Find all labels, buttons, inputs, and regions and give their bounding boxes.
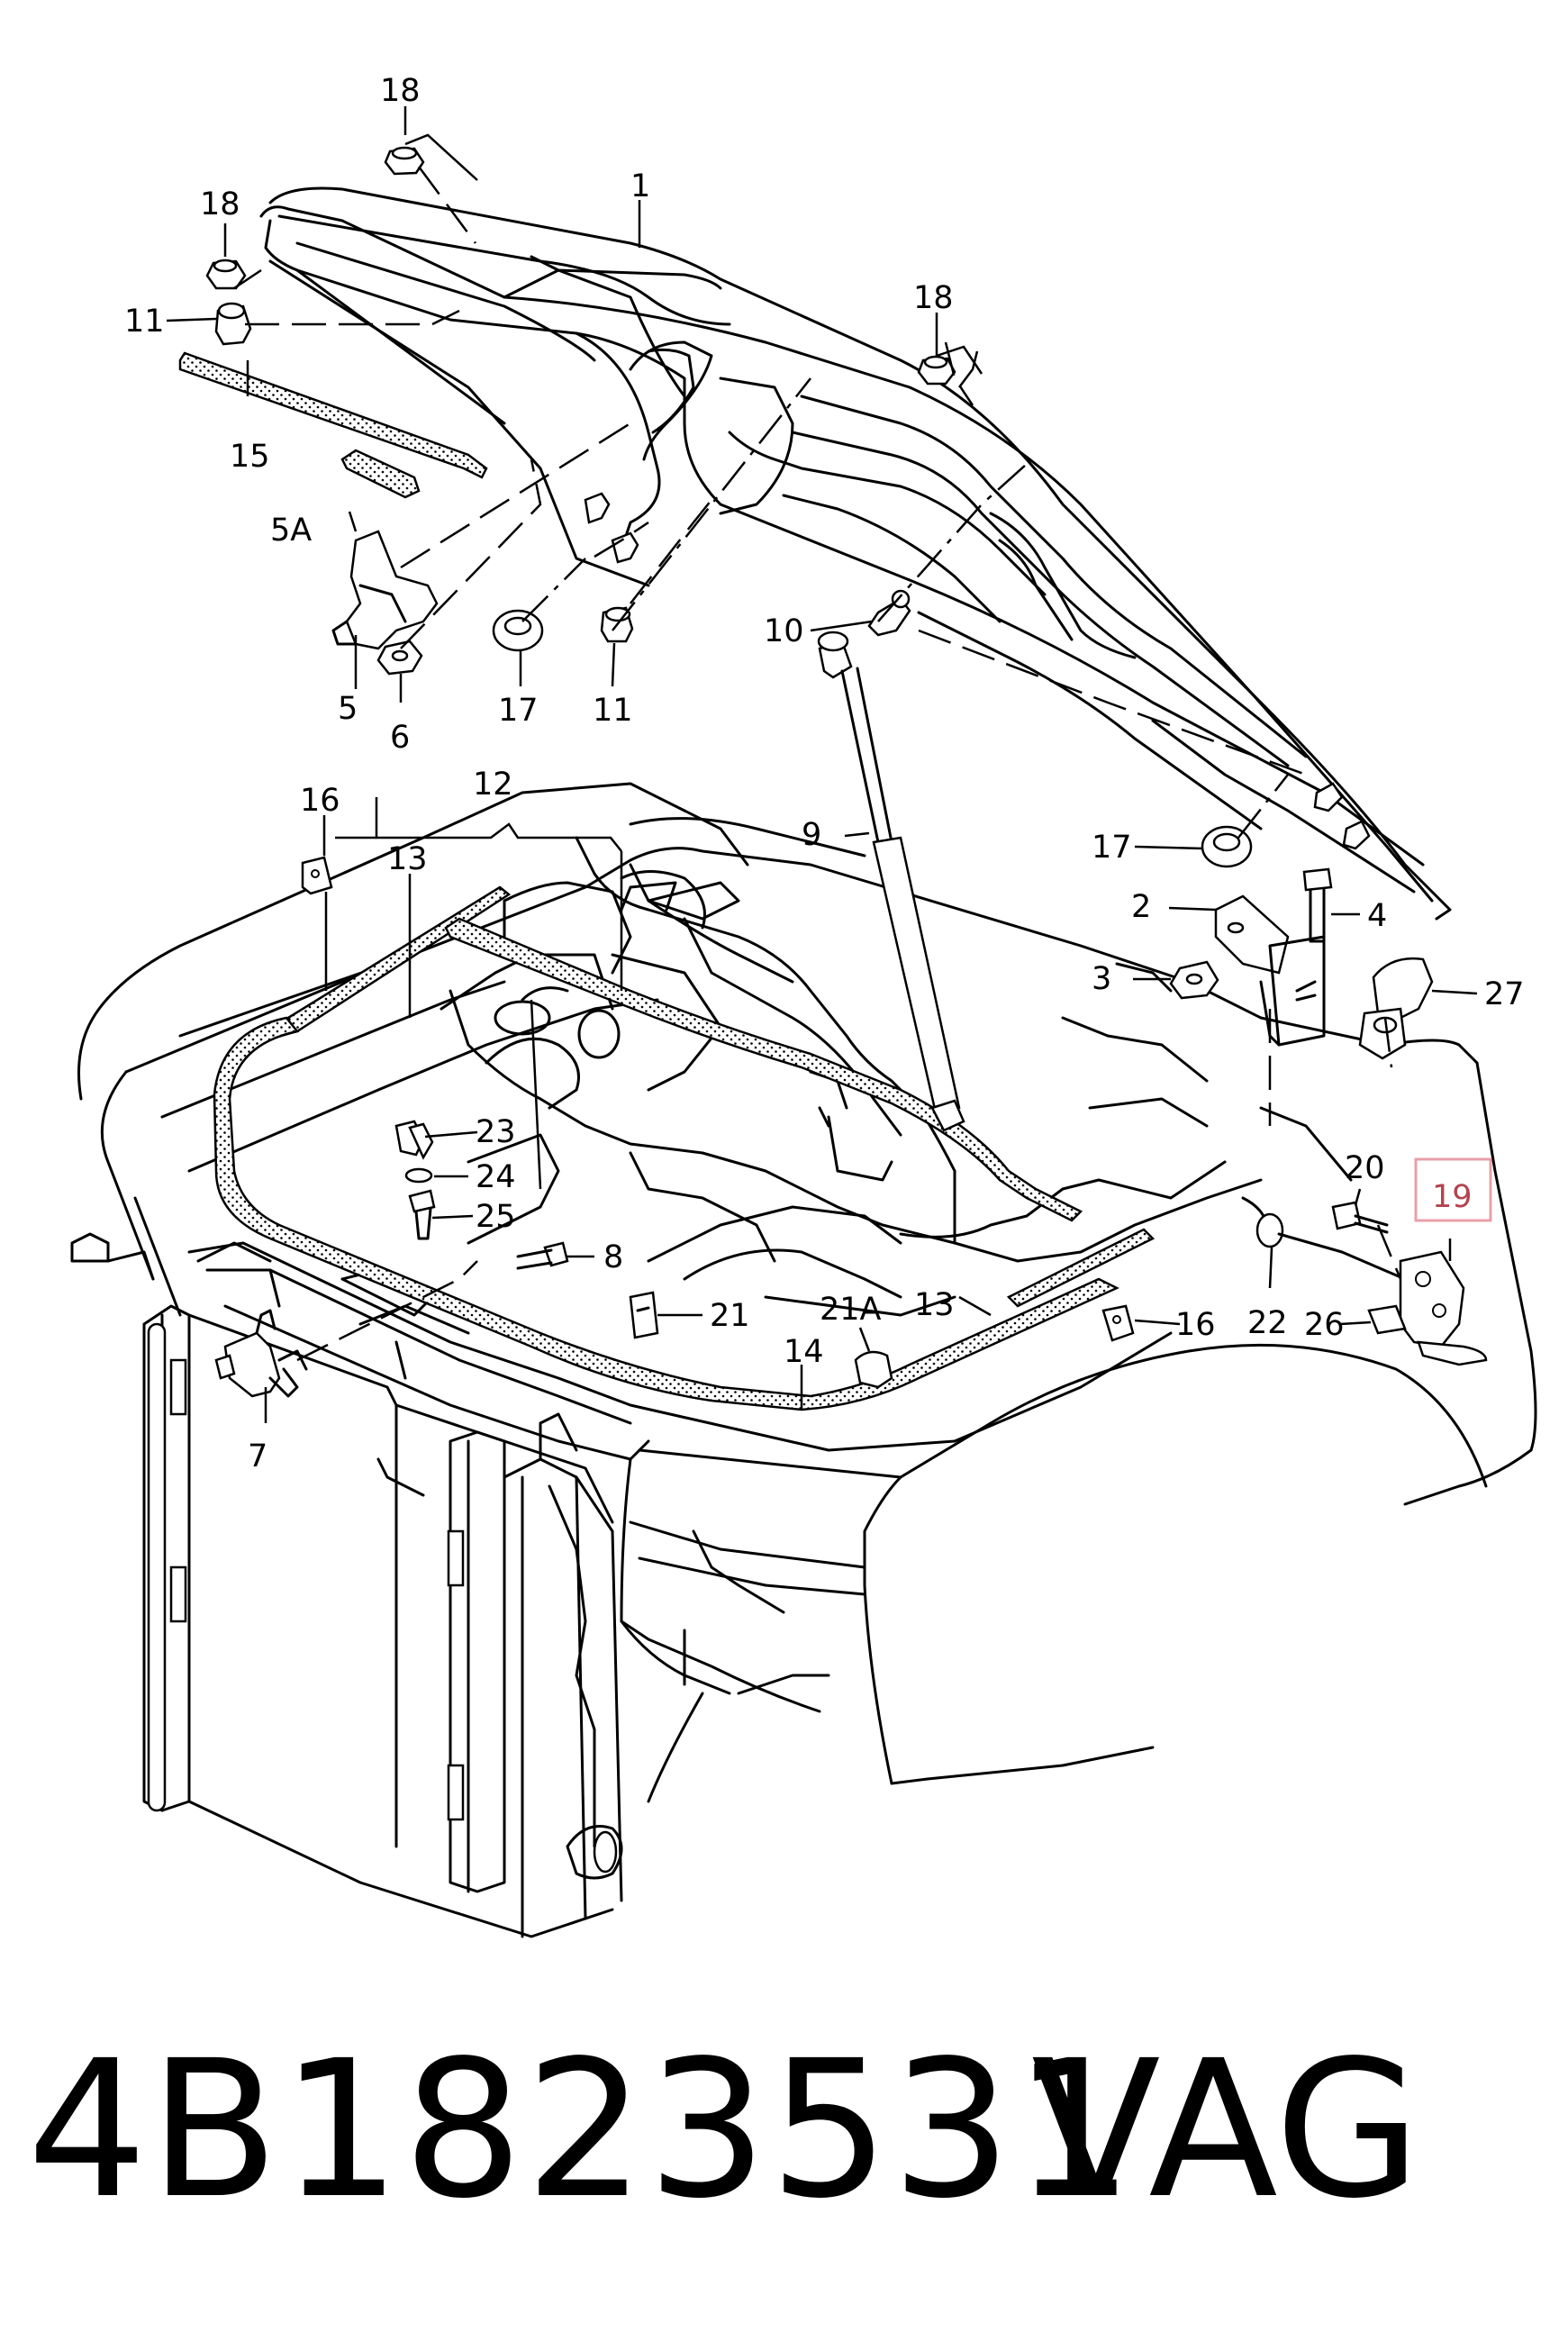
hood bbox=[259, 186, 1452, 921]
callout-21: 21 bbox=[710, 1298, 750, 1334]
callout-3: 3 bbox=[1092, 961, 1111, 997]
callout-10: 10 bbox=[764, 613, 804, 649]
callout-13-left: 13 bbox=[387, 841, 428, 877]
callout-16-right: 16 bbox=[1175, 1307, 1216, 1343]
callout-21a: 21A bbox=[820, 1292, 882, 1328]
small-parts bbox=[205, 146, 1488, 1398]
callout-11-mid: 11 bbox=[593, 693, 633, 729]
callout-4: 4 bbox=[1367, 898, 1387, 934]
callout-labels: 1 18 18 18 11 15 5A 5 6 17 11 10 9 12 16… bbox=[124, 73, 1525, 1474]
callout-2: 2 bbox=[1131, 889, 1151, 925]
leader-lines bbox=[166, 106, 1478, 1423]
callout-9: 9 bbox=[802, 817, 821, 853]
callout-7: 7 bbox=[248, 1438, 267, 1474]
callout-22: 22 bbox=[1247, 1305, 1288, 1341]
callout-5a: 5A bbox=[270, 513, 312, 549]
callout-13-right: 13 bbox=[914, 1287, 955, 1323]
callout-1: 1 bbox=[630, 168, 650, 204]
callout-15: 15 bbox=[230, 439, 270, 475]
callout-18-right: 18 bbox=[913, 280, 954, 316]
callout-18-top: 18 bbox=[380, 73, 421, 109]
callout-24: 24 bbox=[476, 1159, 516, 1195]
callout-8: 8 bbox=[603, 1239, 623, 1275]
callout-27: 27 bbox=[1484, 976, 1525, 1012]
callout-14: 14 bbox=[784, 1334, 824, 1370]
part-number: 4B1823531 bbox=[27, 2019, 1136, 2240]
callout-6: 6 bbox=[390, 720, 410, 756]
callout-25: 25 bbox=[476, 1199, 516, 1235]
engine-bay-body bbox=[70, 782, 1537, 1938]
highlight-box bbox=[1414, 1157, 1492, 1222]
callout-20: 20 bbox=[1345, 1150, 1385, 1186]
footer: 4B1823531 VAG bbox=[0, 2013, 1568, 2283]
callout-18-left: 18 bbox=[200, 186, 240, 222]
callout-11-left: 11 bbox=[124, 304, 165, 340]
callout-23: 23 bbox=[476, 1114, 516, 1150]
callout-19: 19 bbox=[1432, 1179, 1473, 1215]
seals bbox=[178, 351, 1156, 1411]
callout-5: 5 bbox=[338, 691, 358, 727]
assembly-lines bbox=[233, 166, 1402, 1362]
callout-12: 12 bbox=[473, 767, 513, 803]
brand-name: VAG bbox=[1031, 2019, 1421, 2240]
callout-16-left: 16 bbox=[300, 783, 340, 819]
callout-17-right: 17 bbox=[1092, 830, 1132, 866]
callout-26: 26 bbox=[1304, 1307, 1345, 1343]
callout-17-left: 17 bbox=[498, 693, 539, 729]
